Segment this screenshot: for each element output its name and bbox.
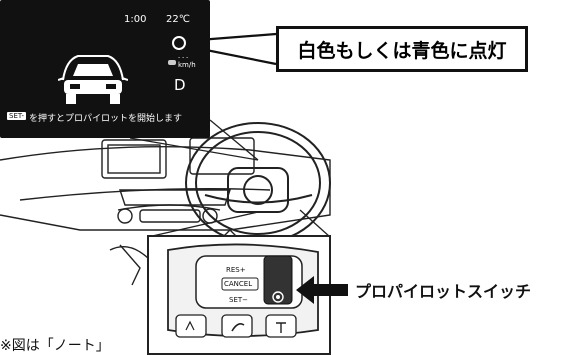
- set-badge: SET-: [7, 112, 27, 120]
- steering-assist-icon: [231, 323, 245, 332]
- speed-dashes: - - -: [178, 54, 189, 61]
- temperature: 22℃: [166, 14, 190, 25]
- speed-unit: km/h: [178, 61, 196, 69]
- display-instruction: を押すとプロパイロットを開始します: [29, 114, 183, 124]
- gear-indicator: D: [174, 76, 186, 94]
- switch-label: プロパイロットスイッチ: [355, 282, 532, 301]
- distance-icon: [276, 322, 286, 333]
- clock: 1:00: [124, 14, 147, 25]
- switch-closeup: [147, 209, 331, 355]
- car-mini-icon: [168, 60, 176, 65]
- callout-text: 白色もしくは青色に点灯: [297, 39, 507, 62]
- lane-icon: [185, 320, 195, 331]
- switch-arrow: [296, 276, 348, 304]
- instrument-display: 1:00 22℃ - - - km/h D SET- を押すとプロパイロットを開…: [0, 0, 210, 138]
- figure-note: ※図は「ノート」: [0, 338, 110, 354]
- set-button-label: SET−: [229, 296, 249, 304]
- res-button-label: RES+: [226, 266, 246, 274]
- lamp-callout: 白色もしくは青色に点灯: [276, 26, 528, 72]
- propilot-switch-icon: [272, 291, 284, 303]
- steering-wheel: [185, 122, 331, 244]
- display-pointer-lines: [129, 119, 259, 161]
- vehicle-icon: [58, 55, 128, 104]
- cancel-button-label: CANCEL: [224, 280, 253, 288]
- propilot-lamp-icon: [172, 36, 186, 50]
